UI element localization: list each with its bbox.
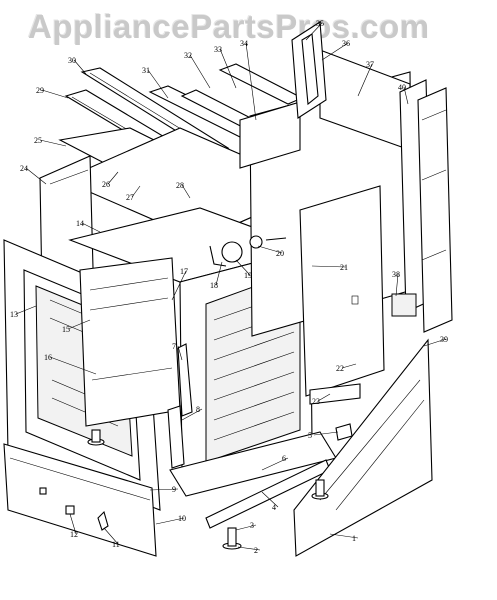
callout-6: 6 bbox=[282, 454, 286, 463]
leader-line-40 bbox=[403, 86, 409, 105]
leader-line-8 bbox=[181, 408, 203, 421]
leader-line-24 bbox=[25, 167, 47, 185]
callout-39: 39 bbox=[440, 335, 448, 344]
leader-line-17 bbox=[171, 270, 187, 301]
leader-line-4 bbox=[261, 491, 279, 508]
callout-37: 37 bbox=[366, 60, 374, 69]
leader-line-30 bbox=[73, 59, 87, 75]
callout-2: 2 bbox=[254, 546, 258, 555]
part-right-side-bars bbox=[391, 79, 453, 333]
callout-9: 9 bbox=[172, 485, 176, 494]
leader-line-7 bbox=[177, 345, 183, 361]
leader-line-14 bbox=[81, 222, 101, 233]
leader-line-26 bbox=[107, 171, 119, 185]
leader-line-36 bbox=[321, 42, 349, 61]
callout-21: 21 bbox=[340, 263, 348, 272]
callout-11: 11 bbox=[112, 540, 120, 549]
part-fasteners bbox=[39, 487, 109, 531]
callout-31: 31 bbox=[142, 66, 150, 75]
leader-line-38 bbox=[395, 273, 399, 297]
callout-28: 28 bbox=[176, 181, 184, 190]
callout-10: 10 bbox=[178, 514, 186, 523]
callout-30: 30 bbox=[68, 56, 76, 65]
callout-34: 34 bbox=[240, 39, 248, 48]
part-lower-bracket bbox=[309, 383, 361, 405]
leader-line-5 bbox=[313, 431, 339, 436]
callout-32: 32 bbox=[184, 51, 192, 60]
callout-20: 20 bbox=[276, 249, 284, 258]
watermark: AppliancePartsPros.com bbox=[28, 8, 430, 45]
callout-labels: 1234567891011121314151617181920212223242… bbox=[10, 19, 448, 555]
part-kick-panel bbox=[3, 443, 157, 557]
leader-line-27 bbox=[131, 185, 141, 198]
leader-line-33 bbox=[219, 48, 237, 89]
leader-line-29 bbox=[41, 89, 69, 99]
callout-33: 33 bbox=[214, 45, 222, 54]
leader-line-37 bbox=[357, 63, 373, 97]
part-clip bbox=[335, 423, 353, 441]
callout-24: 24 bbox=[20, 164, 28, 173]
leader-line-31 bbox=[147, 69, 169, 99]
callout-25: 25 bbox=[34, 136, 42, 145]
part-leveling-legs bbox=[87, 429, 329, 550]
leader-line-28 bbox=[181, 184, 191, 199]
callout-7: 7 bbox=[172, 342, 176, 351]
leader-line-10 bbox=[155, 517, 185, 525]
leader-line-35 bbox=[305, 22, 323, 41]
callout-5: 5 bbox=[308, 431, 312, 440]
leader-line-16 bbox=[49, 356, 97, 375]
leader-line-21 bbox=[311, 265, 347, 268]
leader-line-19 bbox=[235, 259, 251, 276]
part-side-skirt bbox=[293, 338, 433, 557]
callout-22: 22 bbox=[336, 364, 344, 373]
callout-1: 1 bbox=[352, 534, 356, 543]
callout-26: 26 bbox=[102, 180, 110, 189]
leader-line-12 bbox=[69, 513, 77, 535]
callout-36: 36 bbox=[342, 39, 350, 48]
callout-35: 35 bbox=[316, 19, 324, 28]
callout-29: 29 bbox=[36, 86, 44, 95]
leader-line-32 bbox=[189, 54, 211, 89]
leader-line-1 bbox=[329, 533, 359, 539]
callout-14: 14 bbox=[76, 219, 84, 228]
callout-17: 17 bbox=[180, 267, 188, 276]
leader-line-9 bbox=[149, 488, 179, 491]
callout-38: 38 bbox=[392, 270, 400, 279]
callout-27: 27 bbox=[126, 193, 134, 202]
leader-line-13 bbox=[15, 305, 37, 315]
leader-line-15 bbox=[67, 319, 91, 330]
leader-lines bbox=[15, 22, 447, 551]
leader-line-11 bbox=[103, 527, 119, 545]
part-vertical-channels bbox=[291, 21, 327, 119]
leader-line-3 bbox=[235, 524, 257, 531]
callout-3: 3 bbox=[250, 521, 254, 530]
callout-8: 8 bbox=[196, 405, 200, 414]
callout-18: 18 bbox=[210, 281, 218, 290]
callout-16: 16 bbox=[44, 353, 52, 362]
leader-line-22 bbox=[341, 363, 357, 369]
callout-4: 4 bbox=[272, 503, 276, 512]
leader-line-20 bbox=[257, 245, 283, 254]
leader-line-6 bbox=[261, 457, 289, 471]
leader-line-18 bbox=[215, 261, 223, 286]
part-oven-liner bbox=[79, 257, 181, 427]
callout-19: 19 bbox=[244, 271, 252, 280]
part-hinges bbox=[167, 343, 193, 469]
leader-line-34 bbox=[245, 42, 257, 121]
callout-13: 13 bbox=[10, 310, 18, 319]
leader-line-2 bbox=[237, 546, 261, 551]
callout-23: 23 bbox=[312, 397, 320, 406]
part-burner-assembly bbox=[209, 235, 287, 267]
leader-line-25 bbox=[39, 139, 67, 147]
leader-line-39 bbox=[423, 338, 447, 347]
callout-12: 12 bbox=[70, 530, 78, 539]
callout-40: 40 bbox=[398, 83, 406, 92]
callout-15: 15 bbox=[62, 325, 70, 334]
leader-line-23 bbox=[317, 393, 331, 402]
